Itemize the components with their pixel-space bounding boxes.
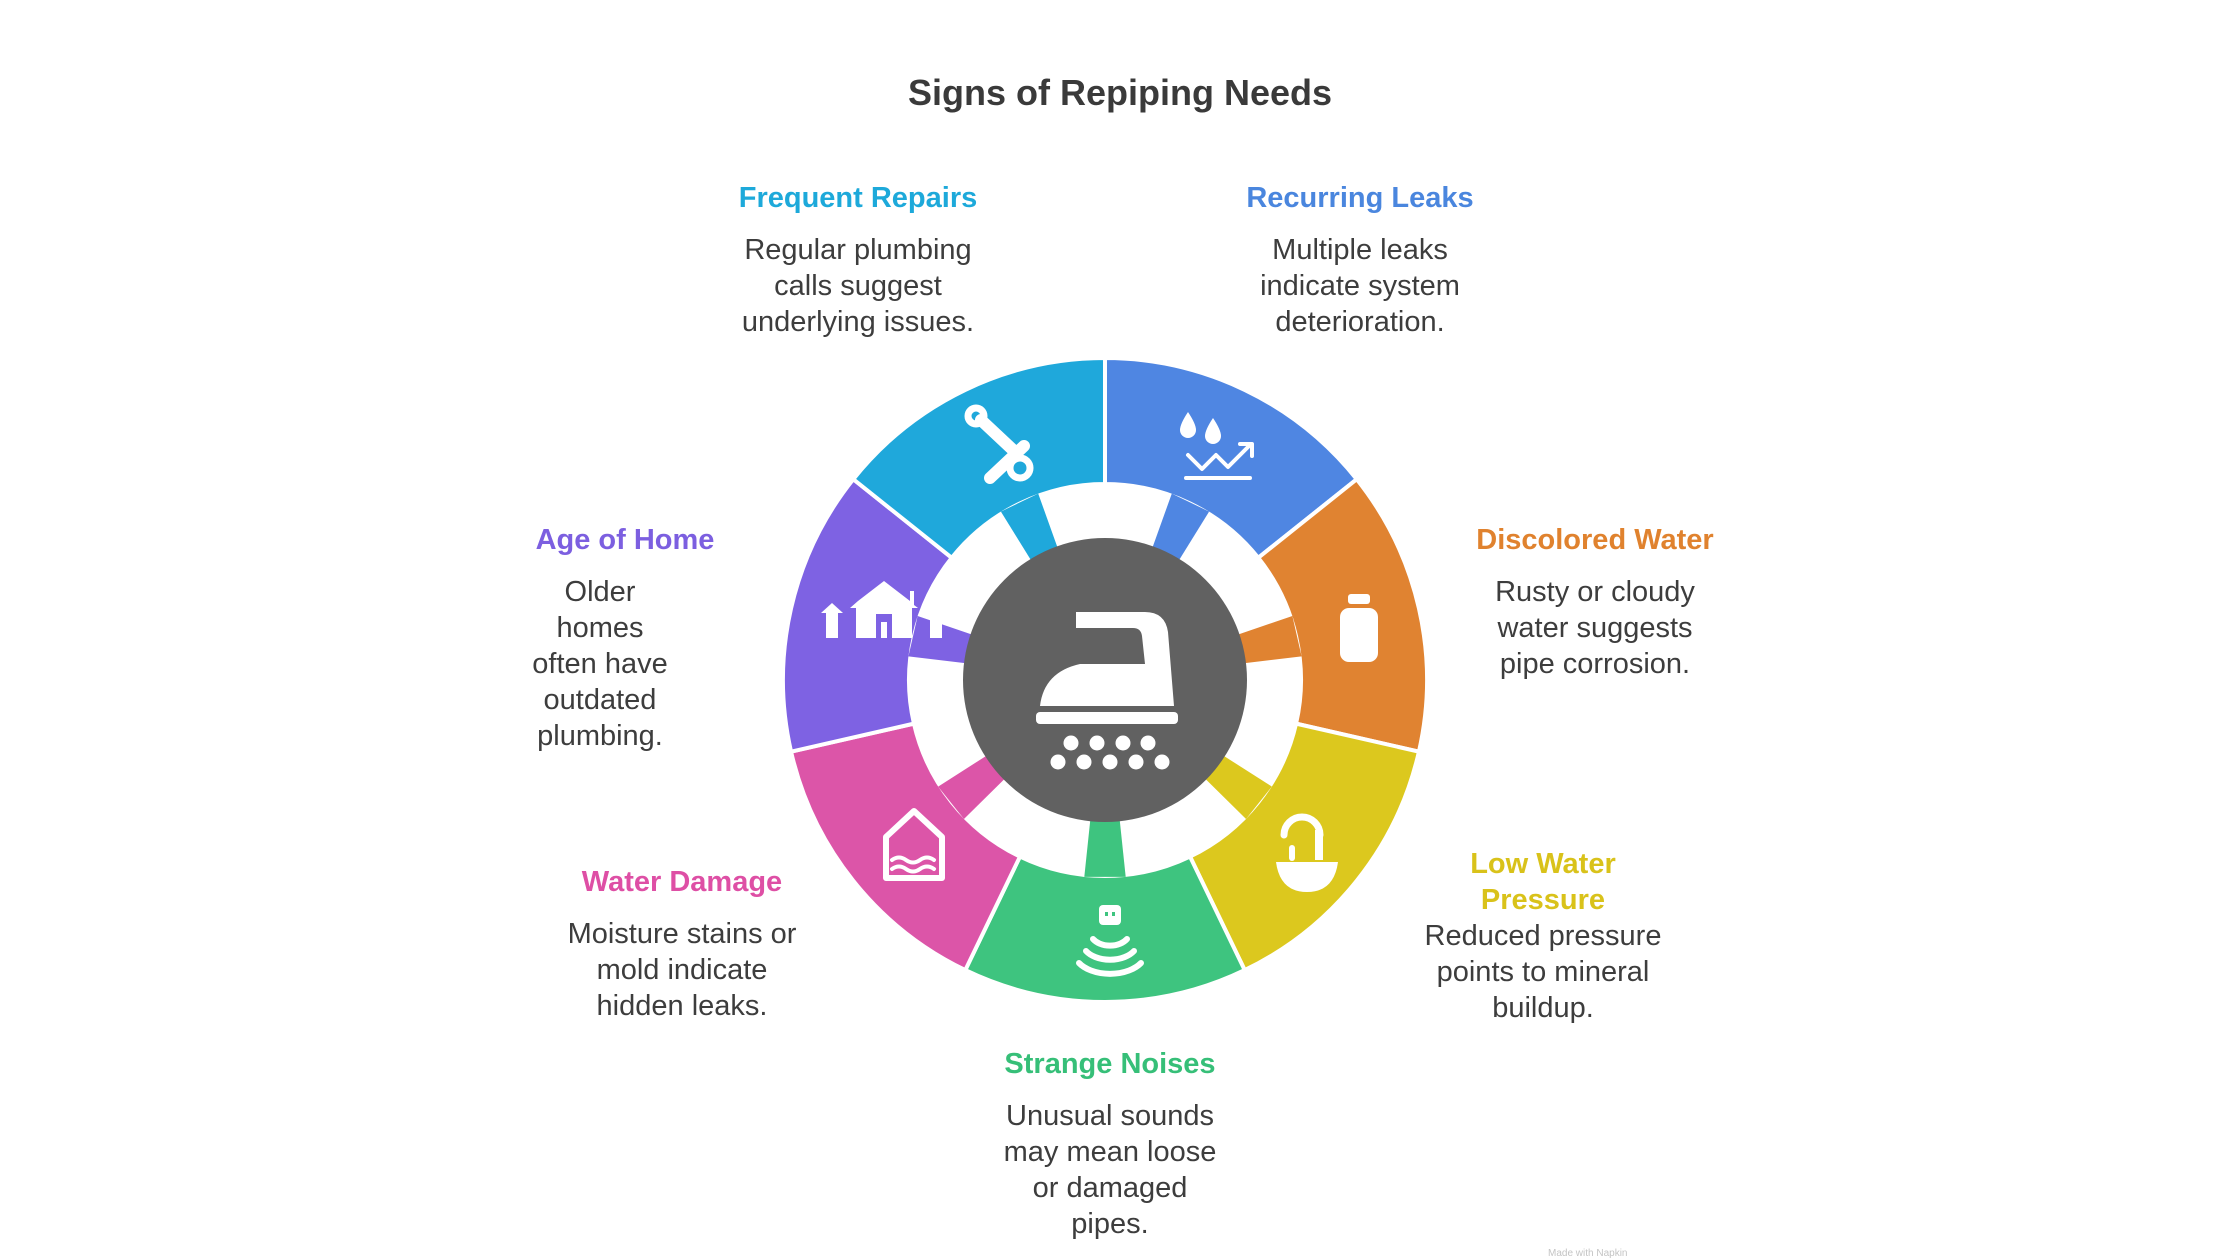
segment-title: Discolored Water (1476, 524, 1714, 556)
segment-label-recurring-leaks: Recurring Leaks Multiple leaks indicate … (1240, 180, 1480, 340)
segment-title: Frequent Repairs (738, 182, 978, 214)
segment-title: Age of Home (535, 524, 715, 556)
segment-title: Recurring Leaks (1246, 182, 1474, 214)
steam-iron-icon (1036, 612, 1178, 770)
segment-connector-age-of-home (908, 616, 973, 664)
segment-label-strange-noises: Strange Noises Unusual sounds may mean l… (995, 1046, 1225, 1242)
flooded-house-icon (883, 808, 945, 881)
segment-description: Unusual sounds may mean loose or damaged… (1003, 1100, 1217, 1240)
segment-description: Older homes often have outdated plumbing… (532, 576, 668, 752)
segment-description: Multiple leaks indicate system deteriora… (1260, 234, 1460, 338)
segment-title: Water Damage (581, 866, 783, 898)
faucet-sink-icon (1276, 813, 1338, 892)
segment-description: Rusty or cloudy water suggests pipe corr… (1495, 576, 1695, 680)
segment-description: Moisture stains or mold indicate hidden … (567, 918, 797, 1022)
wrench-repair-icon (964, 404, 1034, 484)
attribution: Made with Napkin (1548, 1248, 1628, 1259)
sound-waves-icon (1076, 905, 1144, 977)
segment-title: Strange Noises (1004, 1048, 1216, 1080)
segments-layer (781, 355, 1430, 1004)
segment-frequent-repairs (850, 355, 1107, 561)
segment-connector-water-damage (938, 755, 1006, 819)
segment-title: Low Water Pressure (1470, 848, 1616, 916)
segment-connector-discolored-water (1237, 616, 1302, 664)
segment-label-age-of-home: Age of Home Older homes often have outda… (525, 522, 725, 754)
water-drops-trend-icon (1180, 412, 1254, 480)
segment-label-low-water-pressure: Low Water Pressure Reduced pressure poin… (1418, 846, 1668, 1026)
segment-label-discolored-water: Discolored Water Rusty or cloudy water s… (1475, 522, 1715, 682)
segment-description: Regular plumbing calls suggest underlyin… (741, 234, 975, 338)
segment-connector-recurring-leaks (1152, 493, 1210, 561)
segment-connector-low-water-pressure (1204, 755, 1272, 819)
segment-label-frequent-repairs: Frequent Repairs Regular plumbing calls … (733, 180, 983, 340)
segment-connector-strange-noises (1084, 819, 1126, 877)
segment-connector-frequent-repairs (1000, 493, 1058, 561)
diagram-title: Signs of Repiping Needs (907, 72, 1333, 113)
water-bottle-icon (1340, 594, 1378, 662)
segment-description: Reduced pressure points to mineral build… (1424, 920, 1662, 1024)
segment-label-water-damage: Water Damage Moisture stains or mold ind… (557, 864, 807, 1024)
old-house-icon (821, 581, 947, 638)
